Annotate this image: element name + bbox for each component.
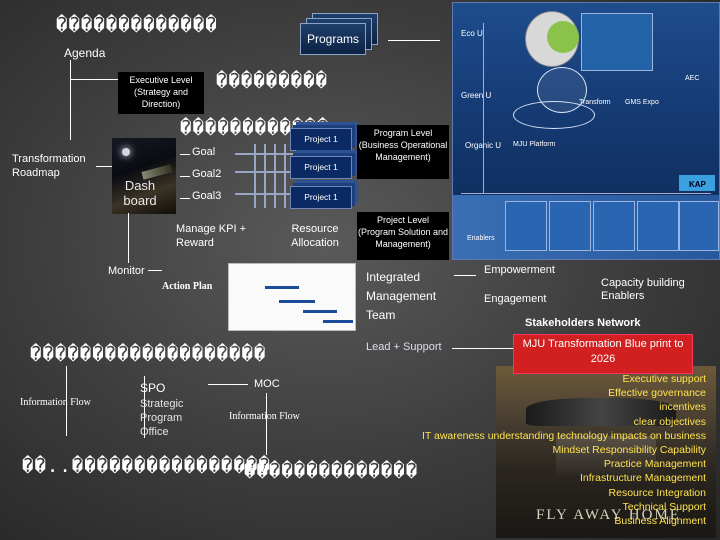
action-plan-label: Action Plan <box>162 281 213 292</box>
map-label-eco: Eco U <box>461 29 483 38</box>
enabler-item: Infrastructure Management <box>579 472 706 485</box>
action-plan-gantt <box>228 263 356 331</box>
map-label-enablers: Enablers <box>467 235 495 242</box>
enabler-item: clear objectives <box>633 415 706 428</box>
dashboard-image <box>112 138 176 214</box>
engagement-label: Engagement <box>484 293 547 305</box>
info-flow-mid-label: Information Flow <box>229 411 300 422</box>
project-box-1: Project 1 <box>290 128 352 151</box>
project-box-2: Project 1 <box>290 156 352 179</box>
moc-label: MOC <box>254 378 280 390</box>
programs-label: Programs <box>300 23 366 55</box>
map-label-platform: MJU Platform <box>513 141 556 148</box>
roadmap-arrow <box>96 166 112 167</box>
bottom-placeholder: ������������������� <box>30 343 267 365</box>
map-label-transform: Transform <box>579 99 611 106</box>
map-label-green: Green U <box>461 91 492 100</box>
programs-arrow <box>388 40 440 41</box>
map-label-kap: KAP <box>689 180 706 189</box>
empowerment-label: Empowerment <box>484 264 555 276</box>
goal-arrow-3 <box>180 198 190 199</box>
lead-support-arrow <box>452 348 514 349</box>
goal-label-3: Goal3 <box>192 190 222 202</box>
enabler-item: Effective governance <box>608 387 706 400</box>
enabler-item: incentives <box>659 401 706 414</box>
empowerment-arrow <box>454 275 476 276</box>
goal-arrow-2 <box>180 176 190 177</box>
integrated-team-label: Integrated Management Team <box>366 270 437 322</box>
dashboard-label: Dash board <box>123 178 157 208</box>
goal-arrow-1 <box>180 154 190 155</box>
spo-title: SPO <box>140 381 166 395</box>
info-flow-left-line <box>66 366 67 436</box>
exec-connector <box>70 79 118 80</box>
enabler-item: IT awareness understanding technology im… <box>421 429 706 442</box>
bottom-row-a: ��..���������������� <box>22 455 271 477</box>
map-label-aec: AEC <box>685 75 700 82</box>
program-level-box: Program Level (Business Operational Mana… <box>357 125 449 179</box>
poster-title: FLY AWAY HOME <box>536 507 681 523</box>
enablers-list: Executive support Effective governance i… <box>386 372 706 528</box>
transformation-roadmap-label: Transformation Roadmap <box>12 153 86 179</box>
stakeholders-label: Stakeholders Network <box>525 317 641 329</box>
executive-placeholder: ��������� <box>216 70 328 92</box>
enabler-item: Business Alignment <box>614 515 706 528</box>
capacity-label: Capacity building Enablers <box>601 277 685 302</box>
info-flow-left-label: Information Flow <box>20 397 91 408</box>
strategy-map-image: Eco U Green U Organic U MJU Platform Tra… <box>452 2 720 260</box>
executive-level-box: Executive Level (Strategy and Direction) <box>118 72 204 114</box>
monitor-connector <box>128 213 129 263</box>
moc-line <box>266 393 267 455</box>
manage-kpi-label: Manage KPI + Reward <box>176 223 247 249</box>
spo-line <box>144 376 145 438</box>
enabler-item: Mindset Responsibility Capability <box>552 444 707 457</box>
enabler-item: Executive support <box>622 373 706 385</box>
roadmap-connector <box>70 60 71 140</box>
project-level-box: Project Level (Program Solution and Mana… <box>357 212 449 260</box>
goal-project-grid <box>235 144 295 208</box>
spo-description: Strategic Program Office <box>140 398 184 438</box>
resource-allocation-label: Resource Allocation <box>291 223 339 249</box>
map-label-organic: Organic U <box>465 141 502 150</box>
goal-label-2: Goal2 <box>192 168 222 180</box>
bottom-row-b: �������������� <box>244 460 419 482</box>
moc-arrow <box>208 384 248 385</box>
enabler-item: Practice Management <box>603 458 706 471</box>
title-placeholder: ������������� <box>56 14 218 36</box>
mju-transformation-box: MJU Transformation Blue print to 2026 <box>513 334 693 374</box>
lead-support-label: Lead + Support <box>366 341 442 353</box>
enabler-item: Resource Integration <box>608 486 706 499</box>
goal-label-1: Goal <box>192 146 216 158</box>
project-box-3: Project 1 <box>290 186 352 209</box>
programs-card: Programs <box>300 13 380 55</box>
poster-image: FLY AWAY HOME <box>496 366 716 538</box>
enabler-item: Technical Support <box>622 500 706 513</box>
agenda-label: Agenda <box>64 46 106 60</box>
monitor-label: Monitor <box>108 265 145 277</box>
map-label-gms: GMS Expo <box>625 99 659 106</box>
action-plan-arrow <box>148 270 162 271</box>
